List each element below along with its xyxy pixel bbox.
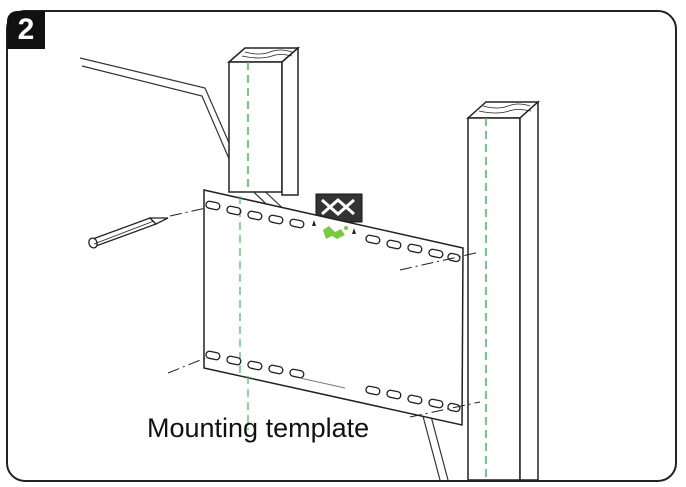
level-icon xyxy=(312,220,356,239)
left-stud xyxy=(227,46,300,196)
panel-border xyxy=(6,10,677,482)
right-stud xyxy=(466,100,540,481)
top-slot-row xyxy=(205,200,461,263)
caption-label: Mounting template xyxy=(147,413,370,443)
step-number-badge: 2 xyxy=(7,11,45,49)
mounting-template-sheet xyxy=(203,189,464,430)
bottom-slot-row xyxy=(205,350,461,413)
alignment-lines xyxy=(167,207,481,418)
pencil-icon xyxy=(88,217,169,249)
